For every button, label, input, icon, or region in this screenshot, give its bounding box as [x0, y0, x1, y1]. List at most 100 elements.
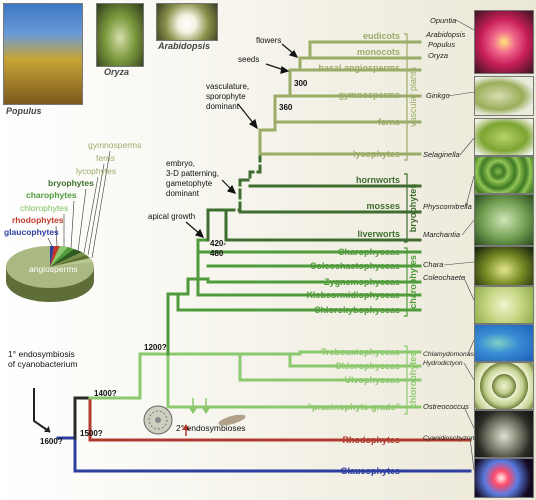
time-1400: 1400?: [94, 389, 117, 398]
time-300: 300: [294, 79, 308, 88]
taxon-ferns: ferns: [378, 117, 400, 127]
group-vascular-plants: vascular plants: [408, 66, 418, 127]
photo-leader-lines: [443, 19, 475, 471]
chlorophyte-taxa: Trebouxiophyceae Chlorophyceae Ulvophyce…: [307, 347, 400, 412]
pie-charophytes-slice: [50, 247, 74, 267]
group-chlorophytes: chlorophytes: [408, 352, 418, 409]
oryza-photo: [96, 3, 144, 67]
event-flowers: flowers: [256, 36, 281, 45]
taxon-klebsormidiophyceae: Klebsormidiophyceae: [306, 290, 400, 300]
ginkgo-photo: [474, 76, 534, 116]
time-360: 360: [279, 103, 293, 112]
chara-photo: [474, 246, 534, 286]
organism-ginkgo: Ginkgo: [426, 91, 450, 100]
populus-caption: Populus: [6, 106, 42, 116]
organism-oryza: Oryza: [428, 51, 448, 60]
event-endosymbiosis-2: of cyanobacterium: [8, 359, 77, 369]
tree-branches: [56, 40, 472, 473]
event-arrows: [185, 43, 299, 238]
organism-populus: Populus: [428, 40, 455, 49]
taxon-monocots: monocots: [357, 47, 400, 57]
arabidopsis-photo: [156, 3, 218, 41]
vascular-taxa: eudicots monocots basal angiosperms gymn…: [318, 31, 400, 159]
pie-label-charophytes: charophytes: [26, 190, 77, 200]
pie-lycophytes-slice: [50, 252, 86, 267]
taxon-liverworts: liverworts: [357, 229, 400, 239]
taxon-prasinophyte-grade: “prasinophyte grade”: [307, 402, 400, 412]
event-endosymbiosis-1: 1° endosymbiosis: [8, 349, 75, 359]
pie-label-angiosperms: angiosperms: [29, 264, 78, 274]
oryza-caption: Oryza: [104, 67, 130, 77]
populus-photo: [3, 3, 83, 105]
opuntia-photo: [474, 10, 534, 74]
hydrodictyon-photo: [474, 362, 534, 410]
event-secondary-endosymbioses: 2° endosymbioses: [176, 423, 246, 433]
marchantia-photo: [474, 194, 534, 246]
taxon-lycophytes: lycophytes: [353, 149, 400, 159]
bryophyte-taxa: hornworts mosses liverworts: [356, 175, 400, 239]
taxon-basal-angiosperms: basal angiosperms: [318, 63, 400, 73]
taxon-trebouxiophyceae: Trebouxiophyceae: [321, 347, 400, 357]
pie-gymnosperms-slice: [50, 258, 93, 267]
taxon-ulvophyceae: Ulvophyceae: [344, 375, 400, 385]
organism-labels: Opuntia Arabidopsis Populus Oryza Ginkgo…: [423, 16, 475, 442]
event-vasculature-2: sporophyte: [206, 92, 246, 101]
endosymbiosis-arrow: [33, 388, 51, 433]
pie-label-ferns: ferns: [96, 153, 115, 163]
event-vasculature-3: dominant: [206, 102, 240, 111]
time-1600: 1600?: [40, 437, 63, 446]
pie-label-lycophytes: lycophytes: [76, 166, 116, 176]
group-bryophytes: bryophytes: [408, 184, 418, 233]
coleochaete-photo: [474, 286, 534, 324]
organism-hydrodictyon: Hydrodictyon: [423, 360, 463, 367]
event-vasculature-1: vasculature,: [206, 82, 249, 91]
pie-bryophytes-slice: [50, 249, 82, 267]
pie-label-gymnosperms: gymnosperms: [88, 140, 141, 150]
time-420: 420-: [210, 239, 226, 248]
taxon-charophyceae: Charophyceae: [338, 247, 400, 257]
event-embryo-3: gametophyte: [166, 179, 213, 188]
group-brackets: [404, 33, 408, 415]
time-1200: 1200?: [144, 343, 167, 352]
time-480: 480: [210, 249, 224, 258]
organism-physcomitrella: Physcomitrella: [423, 202, 472, 211]
event-embryo-1: embryo,: [166, 159, 195, 168]
organism-opuntia: Opuntia: [430, 16, 456, 25]
taxon-coleochaetophyceae: Coleochaetophyceae: [310, 261, 400, 271]
physcomitrella-photo: [474, 156, 534, 194]
organism-selaginella: Selaginella: [423, 150, 460, 159]
pie-chlorophytes-slice: [50, 246, 68, 267]
event-embryo-4: dominant: [166, 189, 200, 198]
pie-label-bryophytes: bryophytes: [48, 178, 94, 188]
organism-marchantia: Marchantia: [423, 230, 460, 239]
organism-arabidopsis: Arabidopsis: [425, 30, 465, 39]
event-seeds: seeds: [238, 55, 259, 64]
taxon-chlorokybophyceae: Chlorokybophyceae: [314, 305, 400, 315]
charophyte-taxa: Charophyceae Coleochaetophyceae Zygnemop…: [306, 247, 400, 315]
organism-chlamydomonas: Chlamydomonas: [423, 351, 475, 358]
taxon-zygnemophyceae: Zygnemophyceae: [324, 277, 400, 287]
taxon-hornworts: hornworts: [356, 175, 400, 185]
taxon-glaucophytes: Glaucophytes: [340, 466, 400, 476]
organism-ostreococcus: Ostreococcus: [423, 402, 469, 411]
cyanidioschyzon-photo: [474, 458, 534, 498]
taxon-chlorophyceae: Chlorophyceae: [335, 361, 400, 371]
diatom-icon: [143, 405, 173, 435]
euglena-icon: [218, 414, 246, 426]
secondary-endosymbiosis-arrows: [182, 398, 210, 436]
group-charophytes: charophytes: [408, 255, 418, 309]
pie-chart: gymnosperms ferns lycophytes bryophytes …: [4, 140, 141, 302]
taxon-eudicots: eudicots: [363, 31, 400, 41]
arabidopsis-caption: Arabidopsis: [158, 41, 211, 51]
organism-chara: Chara: [423, 260, 443, 269]
organism-cyanidioschyzon: Cyanidioschyzon: [423, 435, 475, 442]
pie-label-glaucophytes: glaucophytes: [4, 227, 59, 237]
pie-label-rhodophytes: rhodophytes: [12, 215, 64, 225]
time-labels: 300 360 420- 480 1200? 1400? 1500? 1600?: [40, 79, 308, 446]
pie-label-chlorophytes: chlorophytes: [20, 203, 68, 213]
selaginella-photo: [474, 118, 534, 156]
taxon-gymnosperms: gymnosperms: [338, 90, 400, 100]
time-1500: 1500?: [80, 429, 103, 438]
